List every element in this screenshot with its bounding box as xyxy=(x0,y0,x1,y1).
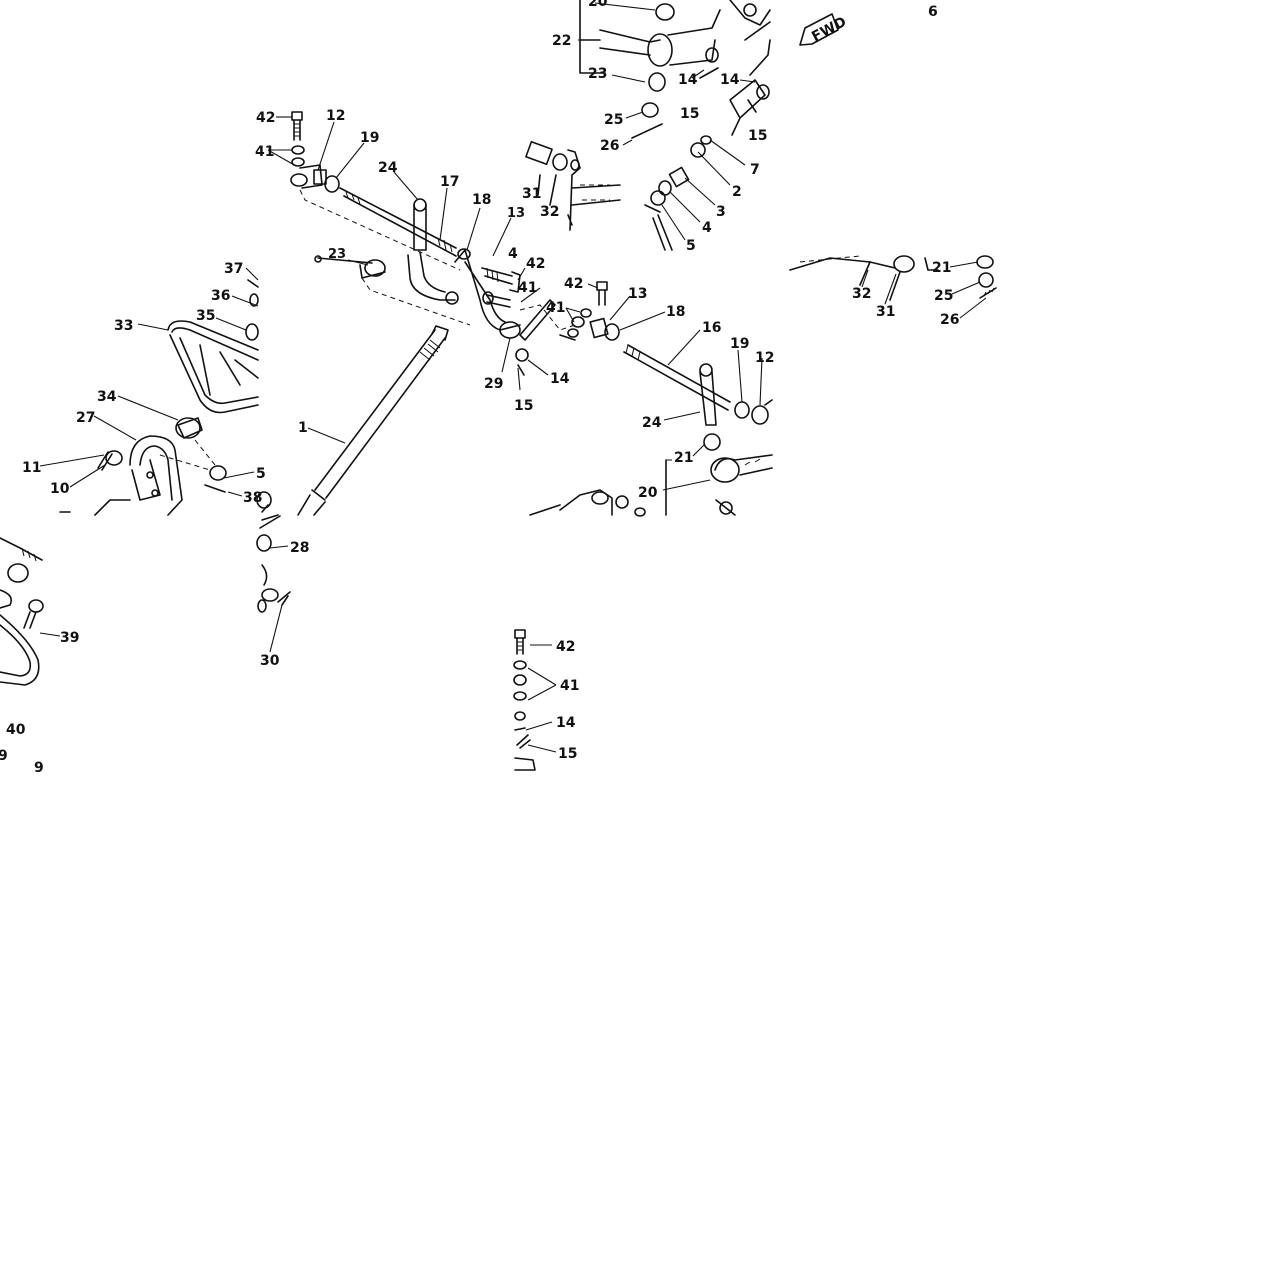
label-16: 16 xyxy=(702,320,721,336)
label-32: 32 xyxy=(852,286,871,302)
label-4: 4 xyxy=(508,246,518,262)
label-12: 12 xyxy=(755,350,774,366)
callout-labels: 20 22 23 6 14 14 15 15 25 26 7 2 3 4 5 3… xyxy=(0,0,959,776)
label-36: 36 xyxy=(211,288,230,304)
label-27: 27 xyxy=(76,410,95,426)
label-9: 9 xyxy=(0,748,8,764)
label-31: 31 xyxy=(876,304,895,320)
label-10: 10 xyxy=(50,481,70,497)
label-22: 22 xyxy=(552,33,571,49)
label-23: 23 xyxy=(328,247,346,262)
label-15: 15 xyxy=(558,746,577,762)
label-15: 15 xyxy=(748,128,767,144)
fwd-label: FWD xyxy=(809,14,849,45)
label-14: 14 xyxy=(556,715,576,731)
label-26: 26 xyxy=(940,312,959,328)
label-13: 13 xyxy=(628,286,647,302)
label-14: 14 xyxy=(550,371,570,387)
label-35: 35 xyxy=(196,308,215,324)
tie-rod-right-group xyxy=(529,281,773,517)
label-6: 6 xyxy=(928,4,938,20)
label-13: 13 xyxy=(507,206,525,221)
label-34: 34 xyxy=(97,389,117,405)
tie-rod-left-group xyxy=(290,111,471,326)
label-24: 24 xyxy=(642,415,662,431)
label-24: 24 xyxy=(378,160,398,176)
label-15: 15 xyxy=(680,106,699,122)
label-29: 29 xyxy=(484,376,503,392)
label-41: 41 xyxy=(255,144,274,160)
steering-shaft-group xyxy=(256,325,449,613)
label-19: 19 xyxy=(360,130,379,146)
label-20: 20 xyxy=(638,485,658,501)
label-25: 25 xyxy=(934,288,953,304)
label-41: 41 xyxy=(560,678,579,694)
label-40: 40 xyxy=(6,722,26,738)
right-mid-group xyxy=(789,255,997,301)
label-11: 11 xyxy=(22,460,41,476)
label-21: 21 xyxy=(932,260,951,276)
label-42: 42 xyxy=(564,276,583,292)
label-37: 37 xyxy=(224,261,243,277)
label-41: 41 xyxy=(546,300,565,316)
upper-knuckle-group xyxy=(579,0,721,139)
label-19: 19 xyxy=(730,336,749,352)
label-21: 21 xyxy=(674,450,693,466)
right-spindle-group xyxy=(644,0,771,251)
label-3: 3 xyxy=(716,204,726,220)
label-41: 41 xyxy=(518,280,537,296)
label-14: 14 xyxy=(720,72,740,88)
label-18: 18 xyxy=(472,192,491,208)
label-32: 32 xyxy=(540,204,559,220)
steering-wheel-group xyxy=(59,279,272,516)
label-42: 42 xyxy=(256,110,275,126)
label-4: 4 xyxy=(702,220,712,236)
lower-wheel-group xyxy=(0,537,44,686)
label-17: 17 xyxy=(440,174,459,190)
fwd-arrow: FWD xyxy=(799,13,849,46)
label-7: 7 xyxy=(750,162,760,178)
label-23: 23 xyxy=(588,66,607,82)
label-33: 33 xyxy=(114,318,133,334)
bottom-bolt-stack xyxy=(513,629,536,771)
label-28: 28 xyxy=(290,540,309,556)
label-12: 12 xyxy=(326,108,345,124)
label-26: 26 xyxy=(600,138,619,154)
label-30: 30 xyxy=(260,653,280,669)
label-18: 18 xyxy=(666,304,685,320)
label-39: 39 xyxy=(60,630,79,646)
label-25: 25 xyxy=(604,112,623,128)
label-9: 9 xyxy=(34,760,44,776)
leader-lines xyxy=(39,2,987,753)
center-arm-group xyxy=(454,140,621,376)
label-38: 38 xyxy=(243,490,262,506)
label-15: 15 xyxy=(514,398,533,414)
label-14: 14 xyxy=(678,72,698,88)
label-42: 42 xyxy=(556,639,575,655)
label-1: 1 xyxy=(298,420,308,436)
label-5: 5 xyxy=(686,238,696,254)
label-31: 31 xyxy=(522,186,541,202)
label-2: 2 xyxy=(732,184,742,200)
label-42: 42 xyxy=(526,256,545,272)
label-5: 5 xyxy=(256,466,266,482)
label-20: 20 xyxy=(588,0,608,10)
